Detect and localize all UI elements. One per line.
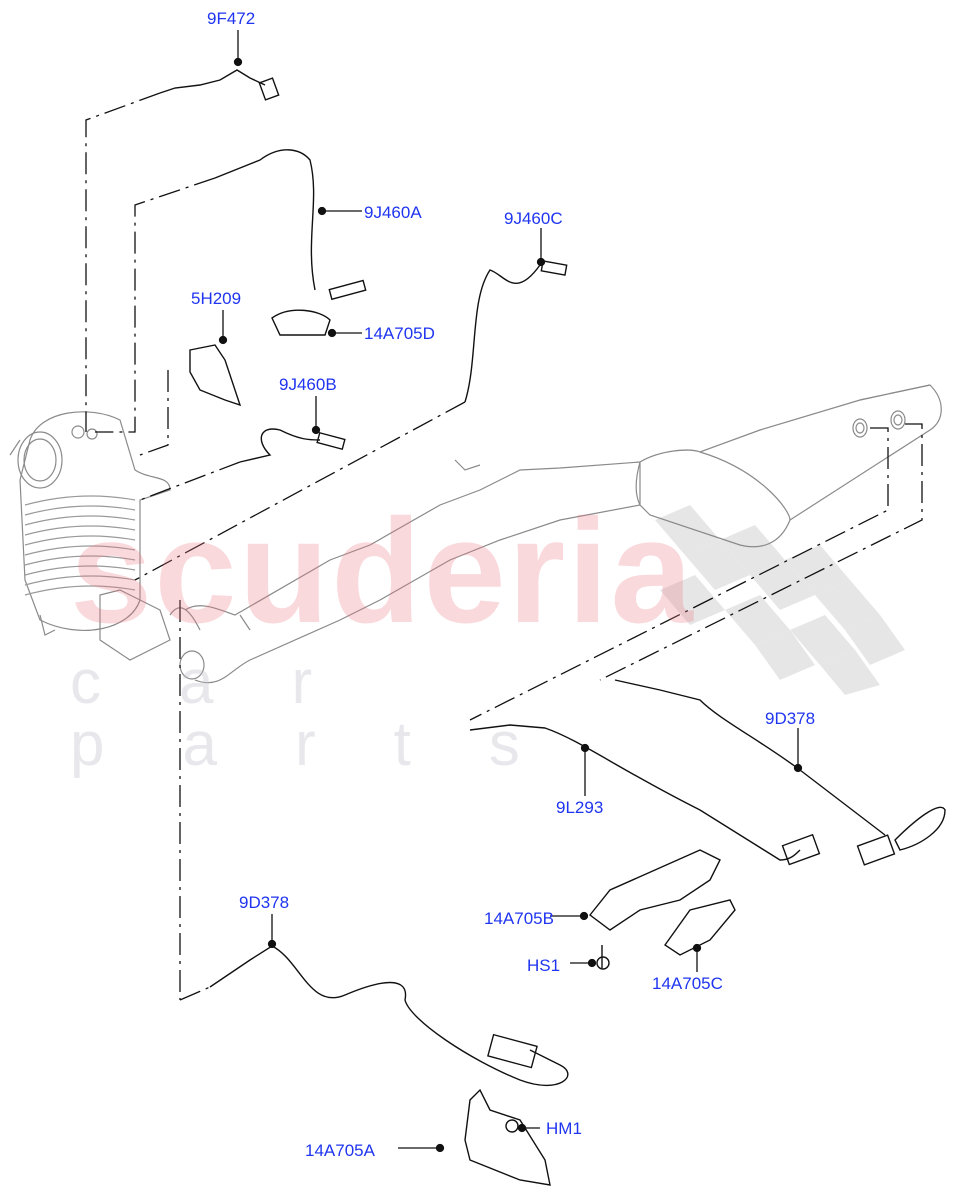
checkered-flag-watermark <box>655 505 905 695</box>
callout-14A705A[interactable]: 14A705A <box>305 1141 375 1160</box>
sensors-and-wires <box>159 69 946 1186</box>
callout-9D378-lower[interactable]: 9D378 <box>239 893 290 912</box>
callout-9D378-upper[interactable]: 9D378 <box>765 709 816 728</box>
callout-14A705B[interactable]: 14A705B <box>484 909 554 928</box>
callout-9F472[interactable]: 9F472 <box>207 9 256 28</box>
callout-5H209[interactable]: 5H209 <box>191 289 242 308</box>
callout-leaders <box>218 30 803 1153</box>
callout-HM1[interactable]: HM1 <box>546 1119 582 1138</box>
callout-9J460A[interactable]: 9J460A <box>364 203 422 222</box>
callout-9J460B[interactable]: 9J460B <box>279 375 337 394</box>
catalytic-converter <box>9 411 171 661</box>
exhaust-pipe <box>169 384 942 684</box>
callout-14A705C[interactable]: 14A705C <box>652 974 723 993</box>
callout-14A705D[interactable]: 14A705D <box>364 324 435 343</box>
callout-HS1[interactable]: HS1 <box>527 956 561 975</box>
callout-9J460C[interactable]: 9J460C <box>504 209 563 228</box>
leader-lines <box>85 92 923 1001</box>
callout-9L293[interactable]: 9L293 <box>556 798 604 817</box>
